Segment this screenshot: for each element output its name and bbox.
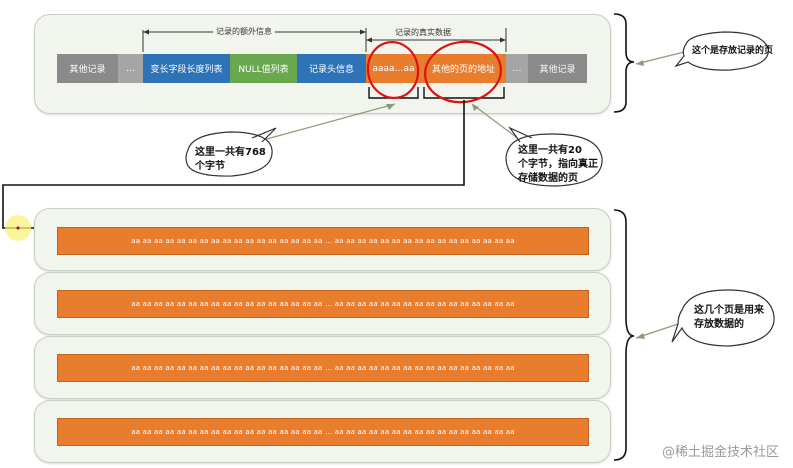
callout-20-bytes-line3: 存储数据的页 (518, 173, 578, 184)
cell-other-page-address: 其他的页的地址 (421, 54, 506, 83)
cell-ellipsis-right: … (506, 54, 528, 83)
cell-null-list: NULL值列表 (230, 54, 297, 83)
watermark: @稀土掘金技术社区 (661, 445, 779, 460)
data-bar-2: aa aa aa aa aa aa aa aa aa aa aa aa aa a… (57, 290, 589, 318)
callout-page-store-record: 这个是存放记录的页 (692, 46, 774, 56)
cell-varlen-list: 变长字段长度列表 (143, 54, 230, 83)
header-real-data: 记录的真实数据 (392, 27, 454, 38)
cell-other-records-right: 其他记录 (528, 54, 587, 83)
data-bar-1: aa aa aa aa aa aa aa aa aa aa aa aa aa a… (57, 227, 589, 255)
callout-20-bytes-line1: 这里一共有20 (518, 145, 582, 156)
callout-20-bytes-line2: 个字节，指向真正 (518, 159, 598, 170)
cell-other-records-left: 其他记录 (57, 54, 118, 83)
callout-768-bytes-line2: 个字节 (195, 161, 225, 172)
callout-pages-store-data-line2: 存放数据的 (694, 319, 744, 330)
data-bar-3: aa aa aa aa aa aa aa aa aa aa aa aa aa a… (57, 354, 589, 382)
cell-aaaa: aaaa…aa (366, 54, 421, 83)
callout-768-bytes-line1: 这里一共有768 (195, 147, 266, 158)
callout-pages-store-data-line1: 这几个页是用来 (694, 305, 764, 316)
data-bar-4: aa aa aa aa aa aa aa aa aa aa aa aa aa a… (57, 418, 589, 446)
header-extra-info: 记录的额外信息 (213, 26, 275, 37)
cell-record-header: 记录头信息 (297, 54, 366, 83)
cell-ellipsis-left: … (118, 54, 143, 83)
